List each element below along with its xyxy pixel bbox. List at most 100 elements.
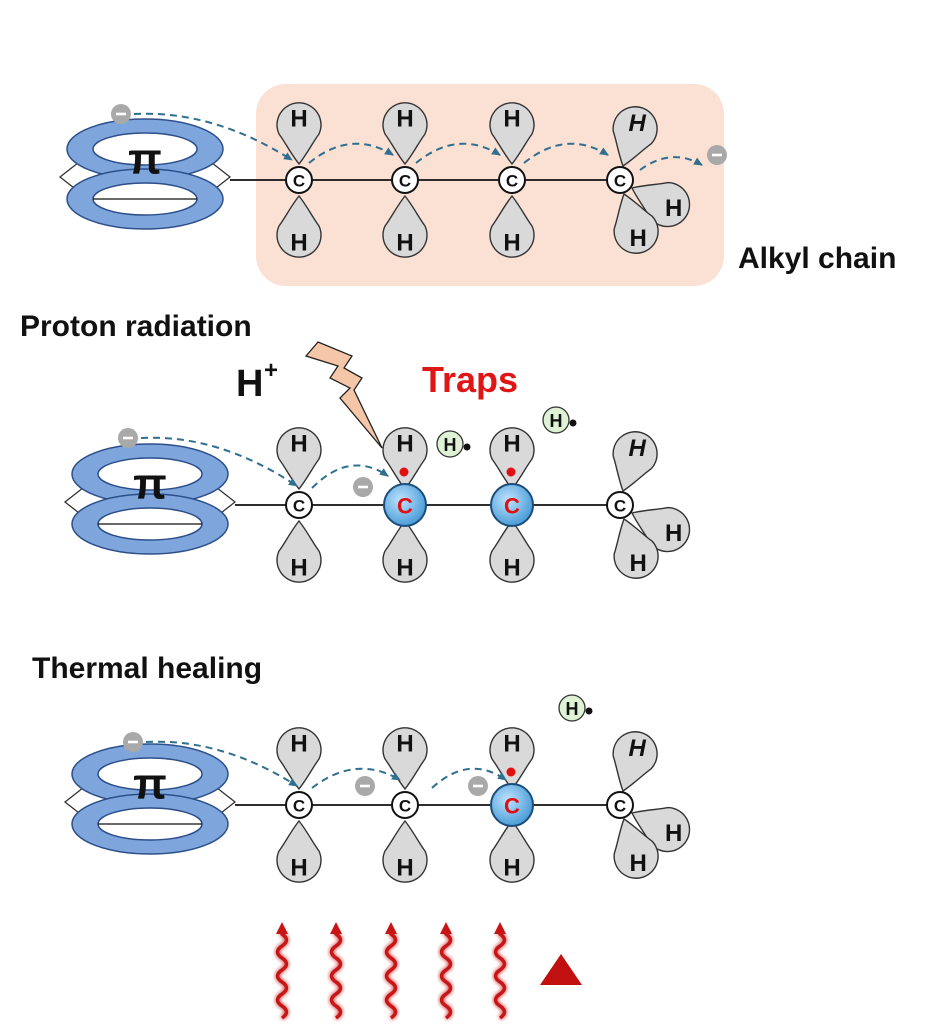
hydrogen-orbital-shape (276, 194, 322, 258)
electron-minus (360, 784, 370, 788)
hydrogen-label: H (630, 850, 647, 877)
hydrogen-label: H (290, 230, 307, 257)
hydrogen-orbital-shape (489, 427, 535, 491)
hydrogen-label: H (629, 110, 647, 137)
hydrogen-label: H (503, 106, 520, 133)
alkyl-chain-highlight (256, 84, 724, 286)
hydrogen-label: H (396, 230, 413, 257)
hydrogen-orbital-shape (612, 731, 658, 793)
hydrogen-orbital-shape (612, 106, 658, 168)
hydrogen-orbital-shape (612, 431, 658, 493)
hydrogen-orbital-shape (489, 194, 535, 258)
electron-hop-arrow (311, 464, 389, 489)
carbon-atom (391, 791, 419, 819)
electron-hop-arrow (311, 767, 401, 789)
pi-ring-hole (92, 132, 198, 166)
hydrogen-orbital-shape (382, 194, 428, 258)
heat-wave (384, 930, 398, 1020)
hydrogen-label: H (629, 435, 647, 462)
hydrogen-orbital-shape (613, 192, 659, 254)
pi-ring-hole (97, 757, 203, 791)
carbon-label: C (614, 497, 626, 516)
hydrogen-lobe (382, 519, 428, 583)
electron-minus (116, 112, 126, 116)
carbon-label: C (504, 794, 520, 819)
hydrogen-orbital-shape (489, 727, 535, 791)
heat-triangle-icon (540, 954, 582, 985)
hydrogen-label: H (630, 225, 647, 252)
hydrogen-lobe (489, 102, 535, 166)
hydrogen-lobe (382, 727, 428, 791)
hydrogen-label: H (503, 855, 520, 882)
hydrogen-label: H (396, 855, 413, 882)
carbon-label: C (399, 797, 411, 816)
heat-wave-arrowhead (440, 922, 452, 934)
hydrogen-label: H (396, 106, 413, 133)
hydrogen-label: H (503, 230, 520, 257)
hydrogen-orbital-shape (489, 519, 535, 583)
hydrogen-label: H (290, 555, 307, 582)
hydrogen-lobe (276, 427, 322, 491)
carbon-atom (285, 791, 313, 819)
electron-minus (358, 485, 368, 489)
carbon-atom (606, 166, 634, 194)
carbon-atom (498, 166, 526, 194)
hydrogen-lobe (613, 192, 659, 254)
hydrogen-orbital-shape (276, 427, 322, 491)
hydrogen-label: H (630, 550, 647, 577)
hydrogen-label: H (290, 431, 307, 458)
carbon-atom (285, 491, 313, 519)
hydrogen-label: H (290, 106, 307, 133)
heat-wave (329, 930, 343, 1020)
heat-wave-arrowhead (330, 922, 342, 934)
radical-dot (506, 767, 516, 777)
hydrogen-lobe (276, 819, 322, 883)
electron-hop-arrow (133, 112, 293, 161)
hydrogen-lobe (276, 102, 322, 166)
hydrogen-lobe (276, 519, 322, 583)
hydrogen-label: H (665, 520, 682, 547)
hydrogen-orbital-shape (382, 102, 428, 166)
hydrogen-orbital-shape (613, 817, 659, 879)
hydrogen-label: H (503, 555, 520, 582)
hydrogen-lobe (613, 817, 659, 879)
carbon-label: C (614, 797, 626, 816)
alkyl-chain-label: Alkyl chain (738, 242, 896, 275)
carbon-label: C (397, 494, 413, 519)
hydrogen-orbital-shape (382, 427, 428, 491)
electron-hop-arrow (140, 436, 298, 487)
thermal-healing-label: Thermal healing (32, 652, 262, 685)
hydrogen-label: H (566, 699, 579, 719)
hydrogen-lobe (382, 194, 428, 258)
hydrogen-orbital-shape (382, 819, 428, 883)
hydrogen-label: H (665, 820, 682, 847)
hydrogen-lobe (382, 102, 428, 166)
carbon-atom (606, 791, 634, 819)
hydrogen-label: H (503, 431, 520, 458)
hydrogen-lobe (489, 427, 535, 491)
heat-wave-arrowhead (276, 922, 288, 934)
electron-hop-arrow (639, 156, 703, 171)
heat-wave-arrowhead (385, 922, 397, 934)
carbon-atom (391, 166, 419, 194)
proton-symbol: H (236, 363, 263, 405)
hydrogen-label: H (665, 195, 682, 222)
heat-wave (275, 930, 289, 1020)
hydrogen-lobe (612, 106, 658, 168)
hydrogen-orbital-shape (382, 519, 428, 583)
free-hydrogen-atom (542, 406, 570, 434)
carbon-label: C (399, 172, 411, 191)
hydrogen-label: H (396, 555, 413, 582)
electron-minus (123, 436, 133, 440)
hydrogen-label: H (629, 735, 647, 762)
radical-dot (399, 467, 409, 477)
hydrogen-label: H (503, 731, 520, 758)
hydrogen-orbital-shape (276, 727, 322, 791)
hydrogen-lobe (382, 819, 428, 883)
heat-source (275, 922, 507, 1020)
radical-dot (506, 467, 516, 477)
free-hydrogen-atom (436, 430, 464, 458)
heat-wave (439, 930, 453, 1020)
